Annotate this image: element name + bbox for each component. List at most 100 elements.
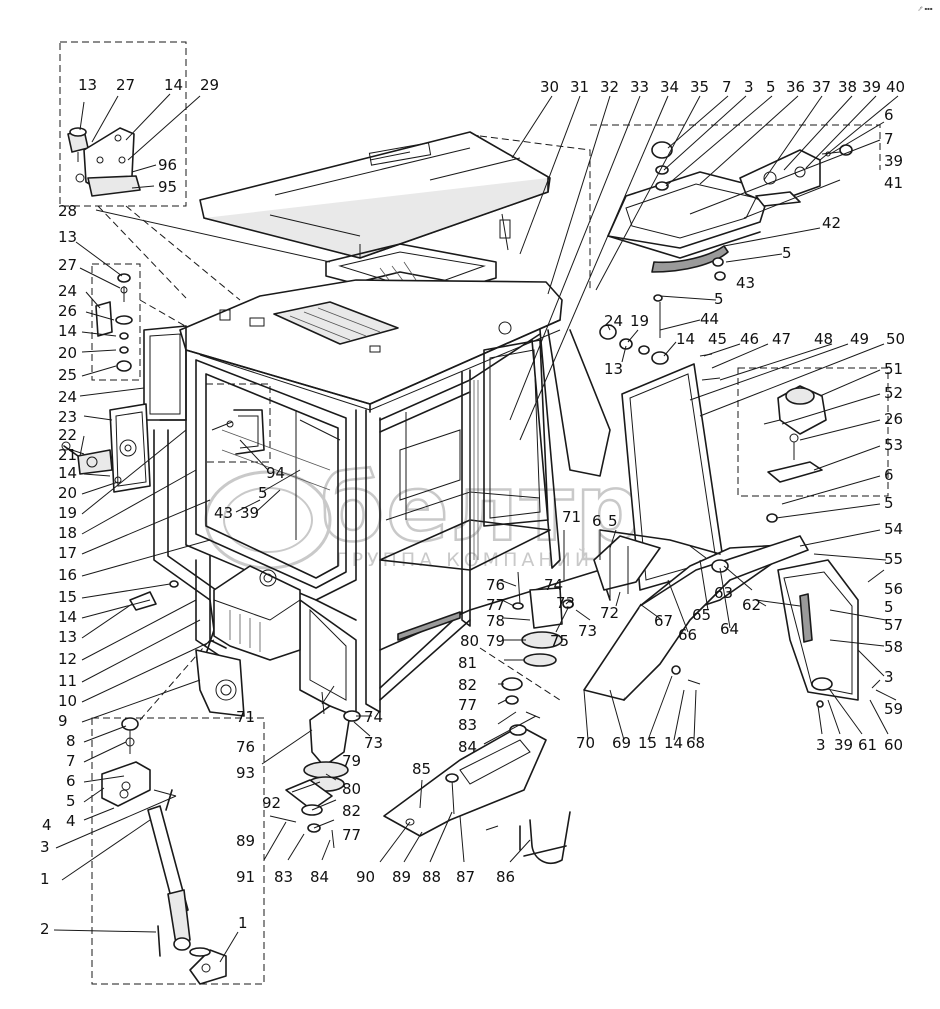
part-label: 51 [884, 360, 903, 378]
part-label: 26 [58, 302, 77, 320]
part-label: 73 [556, 594, 575, 612]
part-label: 4 [42, 816, 52, 834]
part-label: 22 [58, 426, 77, 444]
part-label: 1 [238, 914, 248, 932]
part-label: 79 [342, 752, 361, 770]
part-label: 92 [262, 794, 281, 812]
part-label: 32 [600, 78, 619, 96]
fenders [583, 529, 885, 708]
part-label: 69 [612, 734, 631, 752]
part-label: 5 [66, 792, 76, 810]
part-label: 5 [258, 484, 268, 502]
part-label: 48 [814, 330, 833, 348]
part-label: 5 [884, 494, 894, 512]
part-label: 90 [356, 868, 375, 886]
part-label: 74 [364, 708, 383, 726]
watermark-logo-inner-ring [223, 487, 313, 553]
part-label: 14 [58, 608, 77, 626]
part-label: 82 [342, 802, 361, 820]
part-label: 71 [562, 508, 581, 526]
part-label: 84 [458, 738, 477, 756]
part-label: 83 [458, 716, 477, 734]
part-label: 62 [742, 596, 761, 614]
part-label: 73 [364, 734, 383, 752]
part-label: 2 [40, 920, 50, 938]
part-label: 9 [58, 712, 68, 730]
inset-frame-gas-strut [91, 717, 265, 985]
part-label: 52 [884, 384, 903, 402]
part-label: 6 [884, 106, 894, 124]
watermark-subtitle: ГРУППА КОМПАНИЙ [336, 548, 593, 571]
part-label: 66 [678, 626, 697, 644]
part-label: 8 [66, 732, 76, 750]
part-label: 78 [486, 612, 505, 630]
part-label: 53 [884, 436, 903, 454]
roof-panel [199, 131, 551, 259]
part-label: 67 [654, 612, 673, 630]
part-label: 36 [786, 78, 805, 96]
part-label: 93 [236, 764, 255, 782]
part-label: 40 [886, 78, 905, 96]
part-label: 89 [236, 832, 255, 850]
part-label: 68 [686, 734, 705, 752]
part-label: 27 [116, 76, 135, 94]
part-label: 75 [550, 632, 569, 650]
part-label: 10 [58, 692, 77, 710]
part-label: 14 [664, 734, 683, 752]
mirror-bracket-inset [95, 273, 133, 372]
vent-assembly [607, 139, 881, 281]
window-glass [143, 325, 187, 421]
part-label: 54 [884, 520, 903, 538]
rear-glass [599, 294, 725, 591]
part-label: 29 [200, 76, 219, 94]
part-label: 39 [884, 152, 903, 170]
part-label: 43 [214, 504, 233, 522]
part-label: 20 [58, 344, 77, 362]
part-label: 13 [58, 228, 77, 246]
part-label: 77 [342, 826, 361, 844]
gas-strut-inset [101, 717, 227, 985]
part-label: 14 [58, 322, 77, 340]
part-label: 12 [58, 650, 77, 668]
part-labels: 13 27 14 29 96 95 30 31 32 33 34 35 7 3 … [40, 76, 905, 938]
part-label: 16 [58, 566, 77, 584]
part-label: 39 [862, 78, 881, 96]
inset-frame-hinge [59, 41, 187, 207]
part-label: 88 [422, 868, 441, 886]
part-label: 80 [342, 780, 361, 798]
inset-frame-mirror-bracket [91, 263, 141, 381]
part-label: 3 [816, 736, 826, 754]
door-handle [211, 409, 265, 455]
part-label: 72 [600, 604, 619, 622]
part-label: 80 [460, 632, 479, 650]
part-label: 15 [638, 734, 657, 752]
part-label: 57 [884, 616, 903, 634]
part-label: 15 [58, 588, 77, 606]
part-label: 41 [884, 174, 903, 192]
part-label: 24 [58, 388, 77, 406]
part-label: 56 [884, 580, 903, 598]
part-label: 6 [884, 466, 894, 484]
leader-lines [53, 95, 899, 963]
part-label: 24 [604, 312, 623, 330]
part-label: 60 [884, 736, 903, 754]
part-label: 71 [236, 708, 255, 726]
part-label: 7 [66, 752, 76, 770]
part-label: 13 [58, 628, 77, 646]
part-label: 42 [822, 214, 841, 232]
corner-mark: 🖋 ▪▪▪ [918, 6, 933, 11]
cab-body [153, 279, 611, 721]
part-label: 81 [458, 654, 477, 672]
part-label: 14 [58, 464, 77, 482]
part-label: 39 [240, 504, 259, 522]
part-label: 89 [392, 868, 411, 886]
part-label: 95 [158, 178, 177, 196]
part-label: 44 [700, 310, 719, 328]
part-label: 19 [58, 504, 77, 522]
part-label: 61 [858, 736, 877, 754]
part-label: 5 [884, 598, 894, 616]
part-label: 11 [58, 672, 77, 690]
part-label: 19 [630, 312, 649, 330]
